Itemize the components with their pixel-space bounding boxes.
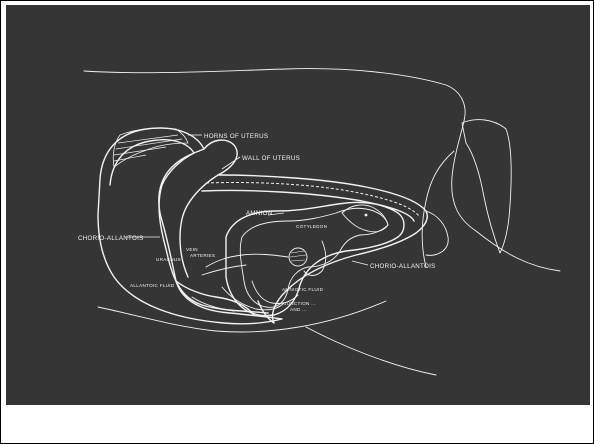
allantois-lower [176, 281, 254, 315]
label-wall-of-uterus: WALL OF UTERUS [242, 155, 300, 162]
uterus-diagram: HORNS OF UTERUS WALL OF UTERUS AMNION CH… [6, 5, 590, 405]
label-junction-2: AND ... [290, 307, 307, 312]
cervix-lines [426, 211, 448, 255]
label-umbilical-vein: VEIN [186, 247, 198, 252]
label-chorio-allantois-right: CHORIO-ALLANTOIS [370, 263, 436, 270]
label-allantoic-fluid: ALLANTOIC FLUID [130, 283, 175, 288]
belly-lower-line [306, 327, 436, 375]
caption-area [6, 405, 590, 441]
label-chorio-allantois-left: CHORIO-ALLANTOIS [78, 235, 144, 242]
label-horns-of-uterus: HORNS OF UTERUS [204, 133, 268, 140]
umbilical-cord [206, 254, 288, 267]
leader-wall [222, 157, 240, 169]
anatomy-slide: HORNS OF UTERUS WALL OF UTERUS AMNION CH… [6, 5, 590, 405]
umbilical-cord-2 [202, 265, 246, 275]
horn-hatch-lines [114, 135, 182, 161]
fetal-eye [365, 214, 368, 217]
amnion-sac [226, 202, 404, 315]
label-junction: JUNCTION ... [284, 301, 316, 306]
uterus-wall-dashed [206, 182, 420, 217]
label-cotyledon: COTYLEDON [296, 224, 327, 229]
label-umbilical-arteries: ARTERIES [190, 253, 215, 258]
label-amniotic-fluid: AMNIOTIC FLUID [282, 287, 324, 292]
tail-tuft [462, 120, 511, 253]
leader-chorio-right [352, 261, 368, 265]
label-amnion: AMNION [246, 210, 273, 217]
label-urachus: URACHUS [156, 257, 181, 262]
cotyledon-hatch [290, 251, 306, 261]
uterus-body-bottom [258, 233, 416, 323]
rear-curve [422, 151, 454, 267]
